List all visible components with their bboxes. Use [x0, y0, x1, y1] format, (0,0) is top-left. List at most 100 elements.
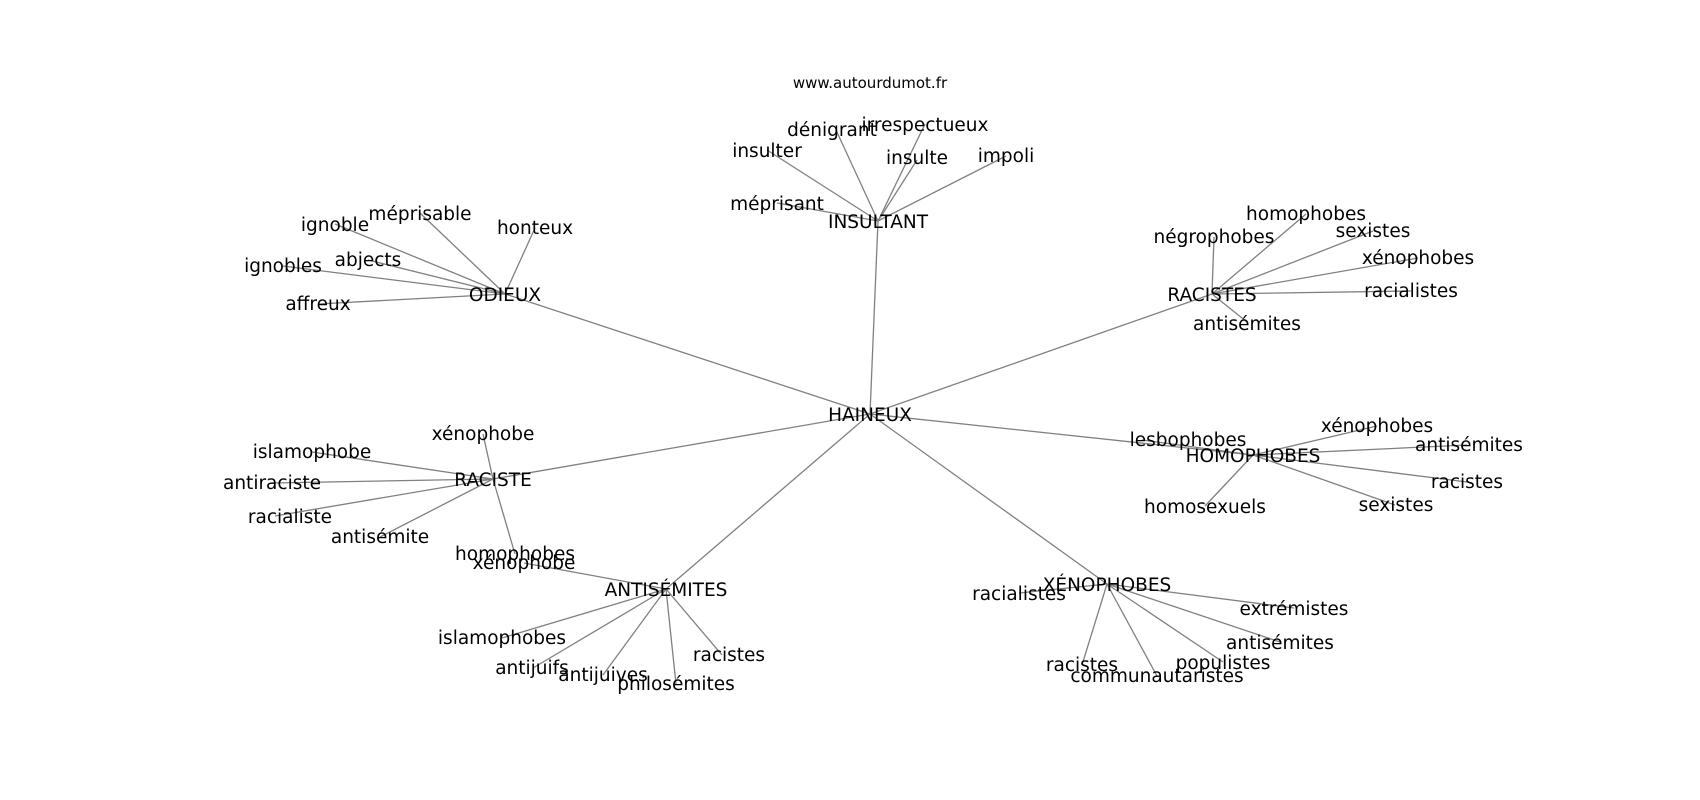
- edge-center-raciste: [492, 413, 871, 480]
- edge-raciste-racialiste: [274, 478, 494, 517]
- node-xenophobes: XÉNOPHOBES: [1043, 574, 1172, 596]
- edge-center-odieux: [504, 293, 871, 415]
- edge-racistes-sexistes: [1211, 230, 1374, 295]
- edge-raciste-antisemite: [379, 478, 494, 538]
- word-raciste-xenophobe: xénophobe: [432, 424, 535, 445]
- edge-center-xenophobes: [869, 413, 1108, 585]
- edge-insultant-irrespectueux: [877, 123, 926, 222]
- word-odieux-abjects: abjects: [335, 250, 402, 271]
- edge-odieux-ignoble: [334, 223, 506, 295]
- word-odieux-ignobles: ignobles: [244, 256, 322, 277]
- site-watermark: www.autourdumot.fr: [793, 74, 948, 92]
- edge-racistes-homophobes: [1211, 213, 1307, 295]
- labels-layer: www.autourdumot.fr HAINEUX INSULTANT ODI…: [223, 74, 1523, 695]
- edge-center-racistes: [869, 293, 1213, 415]
- edge-center-homophobes: [869, 413, 1254, 456]
- word-xenophobes-antisemites: antisémites: [1226, 633, 1334, 654]
- edge-odieux-affreux: [317, 293, 506, 305]
- edge-odieux-honteux: [504, 227, 536, 295]
- edge-insultant-impoli: [877, 155, 1007, 222]
- node-antisemites: ANTISÉMITES: [605, 579, 728, 601]
- word-homophobes-xenophobes: xénophobes: [1321, 416, 1433, 437]
- word-racistes-homophobes: homophobes: [1246, 204, 1366, 225]
- edge-insultant-meprisant: [776, 202, 879, 222]
- edge-xenophobes-racistes: [1081, 583, 1108, 666]
- word-insultant-irrespectueux: irrespectueux: [862, 115, 989, 136]
- edge-odieux-abjects: [367, 259, 506, 295]
- word-odieux-affreux: affreux: [285, 294, 350, 315]
- word-insultant-insulte: insulte: [886, 148, 948, 169]
- edge-raciste-homophobes: [492, 478, 516, 555]
- word-xenophobes-racialistes: racialistes: [972, 584, 1066, 605]
- word-racistes-sexistes: sexistes: [1336, 221, 1411, 242]
- node-odieux: ODIEUX: [469, 285, 541, 306]
- edge-homophobes-lesbophobes: [1141, 439, 1254, 456]
- word-raciste-antiraciste: antiraciste: [223, 473, 321, 494]
- edge-xenophobes-antisemites: [1106, 583, 1281, 643]
- word-xenophobes-racistes: racistes: [1046, 655, 1118, 676]
- edge-insultant-denigrant: [835, 129, 879, 222]
- edge-xenophobes-extremistes: [1106, 583, 1295, 609]
- word-raciste-homophobes: homophobes: [455, 544, 575, 565]
- edge-racistes-xenophobes: [1211, 257, 1419, 295]
- edge-center-antisemites: [665, 413, 871, 590]
- edge-racistes-racialistes: [1211, 290, 1412, 295]
- edge-center-insultant: [869, 220, 879, 415]
- word-homophobes-homosexuels: homosexuels: [1144, 497, 1266, 518]
- edge-homophobes-sexistes: [1252, 454, 1396, 506]
- edge-homophobes-homosexuels: [1204, 454, 1254, 507]
- edge-racistes-antisemites: [1211, 293, 1248, 323]
- word-racistes-negrophobes: négrophobes: [1154, 227, 1275, 248]
- word-homophobes-antisemites: antisémites: [1415, 435, 1523, 456]
- edges-layer: [271, 123, 1468, 685]
- edge-raciste-antiraciste: [271, 478, 494, 484]
- edge-insultant-insulter: [766, 149, 879, 222]
- word-antisemites-philosemites: philosémites: [617, 674, 735, 695]
- edge-antisemites-antijuifs: [532, 588, 667, 669]
- node-raciste: RACISTE: [454, 470, 532, 491]
- edge-raciste-islamophobe: [311, 451, 494, 480]
- word-racistes-antisemites: antisémites: [1193, 314, 1301, 335]
- word-antisemites-antijuives: antijuives: [558, 665, 647, 686]
- edge-antisemites-racistes: [665, 588, 723, 656]
- word-insultant-denigrant: dénigrant: [787, 120, 877, 141]
- edge-homophobes-xenophobes: [1252, 425, 1378, 456]
- node-homophobes: HOMOPHOBES: [1186, 446, 1321, 467]
- word-xenophobes-populistes: populistes: [1176, 653, 1271, 674]
- word-racistes-xenophobes: xénophobes: [1362, 248, 1474, 269]
- word-antisemites-racistes: racistes: [693, 645, 765, 666]
- word-odieux-honteux: honteux: [497, 218, 573, 239]
- edge-antisemites-islamophobes: [501, 588, 667, 639]
- edge-homophobes-racistes: [1252, 454, 1468, 483]
- word-xenophobes-communautaristes: communautaristes: [1070, 666, 1243, 687]
- edge-odieux-meprisable: [419, 212, 506, 295]
- edge-insultant-insulte: [877, 159, 918, 222]
- word-antisemites-islamophobes: islamophobes: [438, 628, 566, 649]
- word-odieux-meprisable: méprisable: [368, 204, 471, 225]
- word-homophobes-sexistes: sexistes: [1359, 495, 1434, 516]
- word-raciste-racialiste: racialiste: [248, 507, 332, 528]
- word-raciste-antisemite: antisémite: [331, 527, 429, 548]
- word-insultant-insulter: insulter: [732, 141, 802, 162]
- word-insultant-impoli: impoli: [978, 146, 1035, 167]
- word-antisemites-antijuifs: antijuifs: [495, 658, 569, 679]
- word-homophobes-lesbophobes: lesbophobes: [1130, 430, 1247, 451]
- node-center: HAINEUX: [828, 405, 912, 426]
- edge-xenophobes-populistes: [1106, 583, 1224, 663]
- word-xenophobes-extremistes: extrémistes: [1240, 599, 1349, 620]
- word-odieux-ignoble: ignoble: [301, 215, 369, 236]
- edge-odieux-ignobles: [282, 265, 506, 295]
- edge-xenophobes-racialistes: [1018, 583, 1108, 594]
- word-homophobes-racistes: racistes: [1431, 472, 1503, 493]
- edge-antisemites-philosemites: [665, 588, 677, 685]
- node-racistes: RACISTES: [1167, 285, 1256, 306]
- word-raciste-islamophobe: islamophobe: [253, 442, 372, 463]
- edge-homophobes-antisemites: [1252, 444, 1468, 456]
- edge-antisemites-xenophobe: [523, 562, 667, 590]
- node-insultant: INSULTANT: [828, 212, 929, 233]
- edge-xenophobes-communautaristes: [1106, 583, 1158, 677]
- word-insultant-meprisant: méprisant: [730, 194, 824, 215]
- edge-racistes-negrophobes: [1211, 236, 1215, 295]
- edge-antisemites-antijuives: [602, 588, 667, 676]
